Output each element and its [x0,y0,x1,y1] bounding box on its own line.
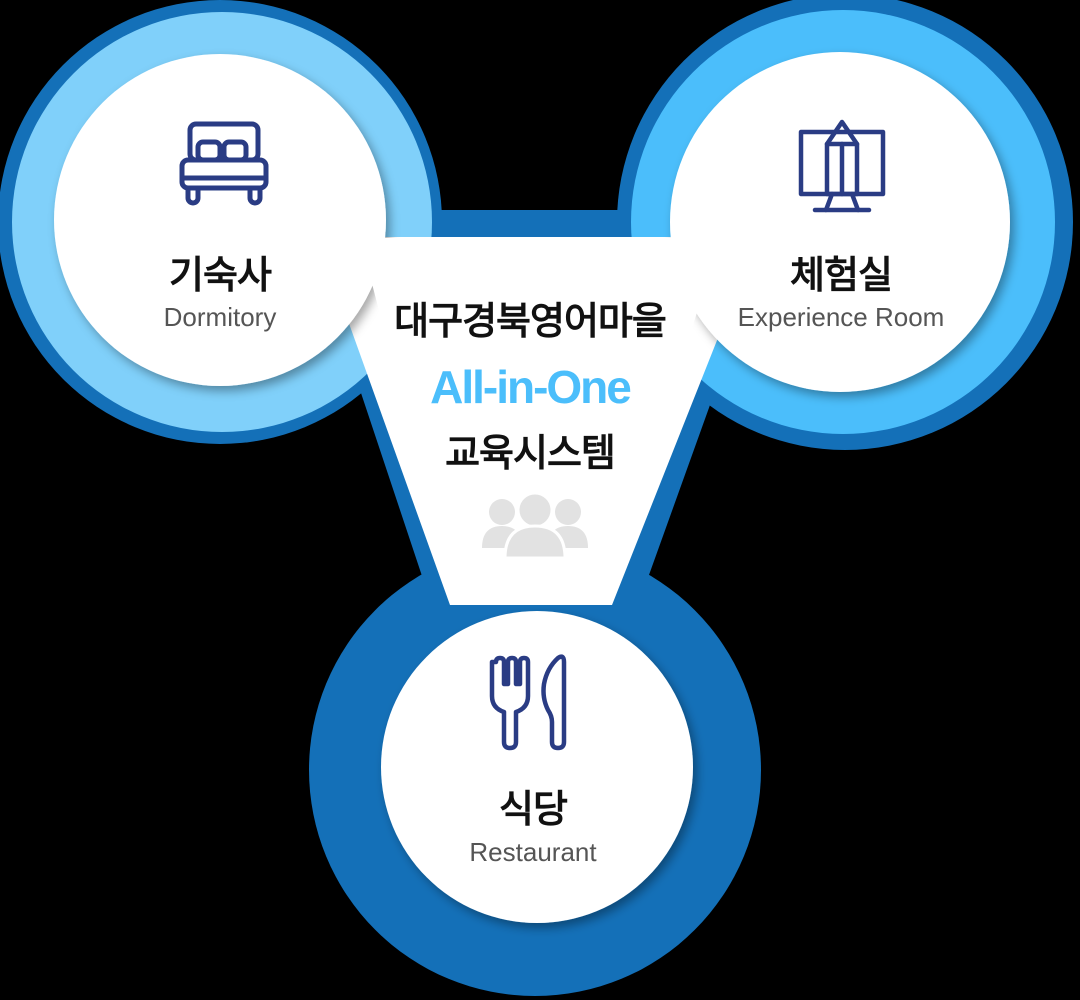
bed-icon [179,121,269,206]
center-title-line1: 대구경북영어마을 [394,299,667,343]
fork-knife-icon [489,654,567,751]
experience-room-subtitle: Experience Room [737,302,945,332]
center-title-accent: All-in-One [430,361,632,413]
center-title-line3: 교육시스템 [445,431,616,475]
restaurant-title: 식당 [499,787,568,831]
experience-circle [670,52,1010,392]
dormitory-title: 기숙사 [169,253,272,297]
center-triangle-fill [360,238,720,600]
dormitory-circle [54,54,386,386]
restaurant-circle [381,611,693,923]
people-group-icon [482,492,588,560]
dormitory-subtitle: Dormitory [163,302,277,332]
experience-room-title: 체험실 [790,253,893,297]
restaurant-subtitle: Restaurant [469,837,597,867]
easel-monitor-pencil-icon [798,119,886,213]
